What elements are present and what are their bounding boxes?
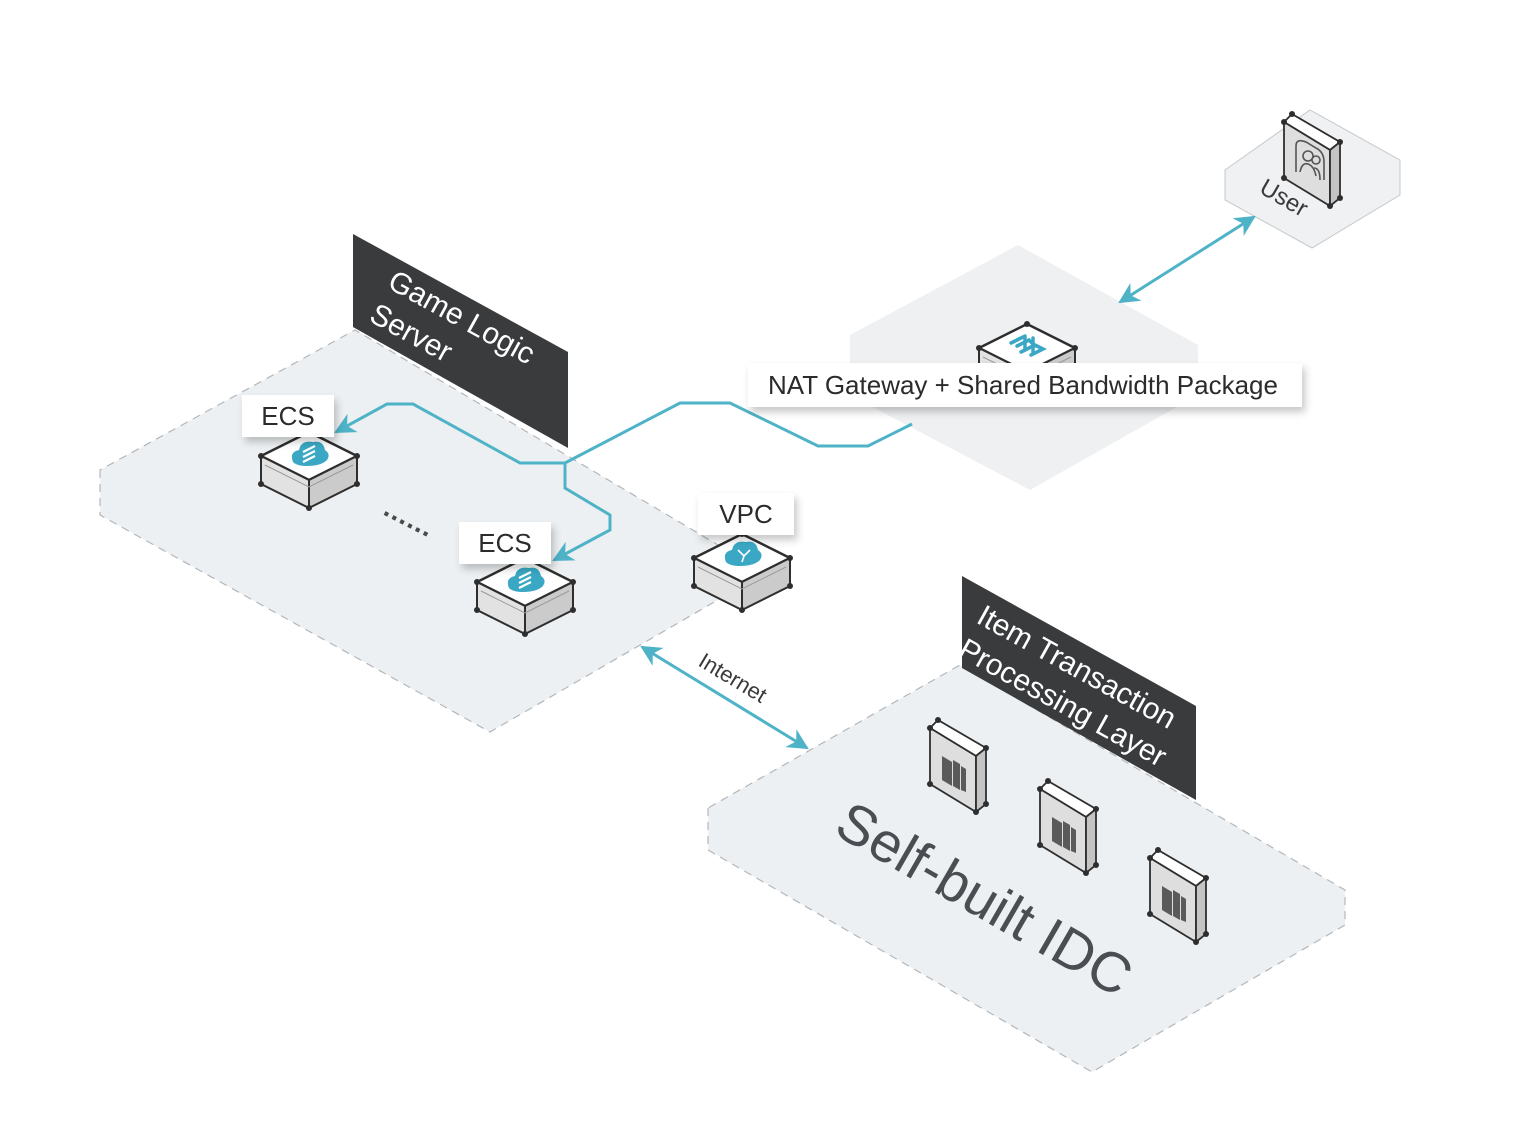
internet-link xyxy=(640,645,809,750)
server-rack-icon xyxy=(942,756,966,792)
ecs-cloud-icon xyxy=(291,441,329,466)
server-rack-icon xyxy=(1052,817,1076,853)
ecs-1-label: ECS xyxy=(261,401,314,431)
junction-to-ecs2-line xyxy=(552,463,612,562)
server-rack-icon xyxy=(1162,886,1186,922)
junction-to-ecs1-line xyxy=(334,402,565,465)
ecs-node-1[interactable]: ECS xyxy=(242,395,362,513)
nat-to-junction-line xyxy=(564,401,913,465)
nat-to-ecs-connectors xyxy=(334,401,913,562)
ecs-node-2[interactable]: ECS xyxy=(459,522,578,639)
user-group-icon xyxy=(1295,139,1325,181)
nat-gateway-icon xyxy=(1009,334,1047,357)
nat-label-card: NAT Gateway + Shared Bandwidth Package xyxy=(748,363,1302,407)
vpc-cloud-icon xyxy=(724,541,762,566)
vpc-label: VPC xyxy=(719,499,772,529)
nat-label: NAT Gateway + Shared Bandwidth Package xyxy=(768,370,1278,400)
user-nat-link xyxy=(1118,215,1256,304)
idc-server-3[interactable] xyxy=(1146,846,1210,946)
nat-gateway-device[interactable] xyxy=(974,319,1080,405)
idc-server-1[interactable] xyxy=(926,716,990,816)
vpc-node[interactable]: VPC xyxy=(689,493,795,615)
internet-label: Internet xyxy=(694,648,771,708)
ecs-2-label: ECS xyxy=(478,528,531,558)
ecs-cloud-icon xyxy=(507,567,545,592)
idc-platform xyxy=(707,664,1346,1073)
idc-server-2[interactable] xyxy=(1036,777,1100,877)
